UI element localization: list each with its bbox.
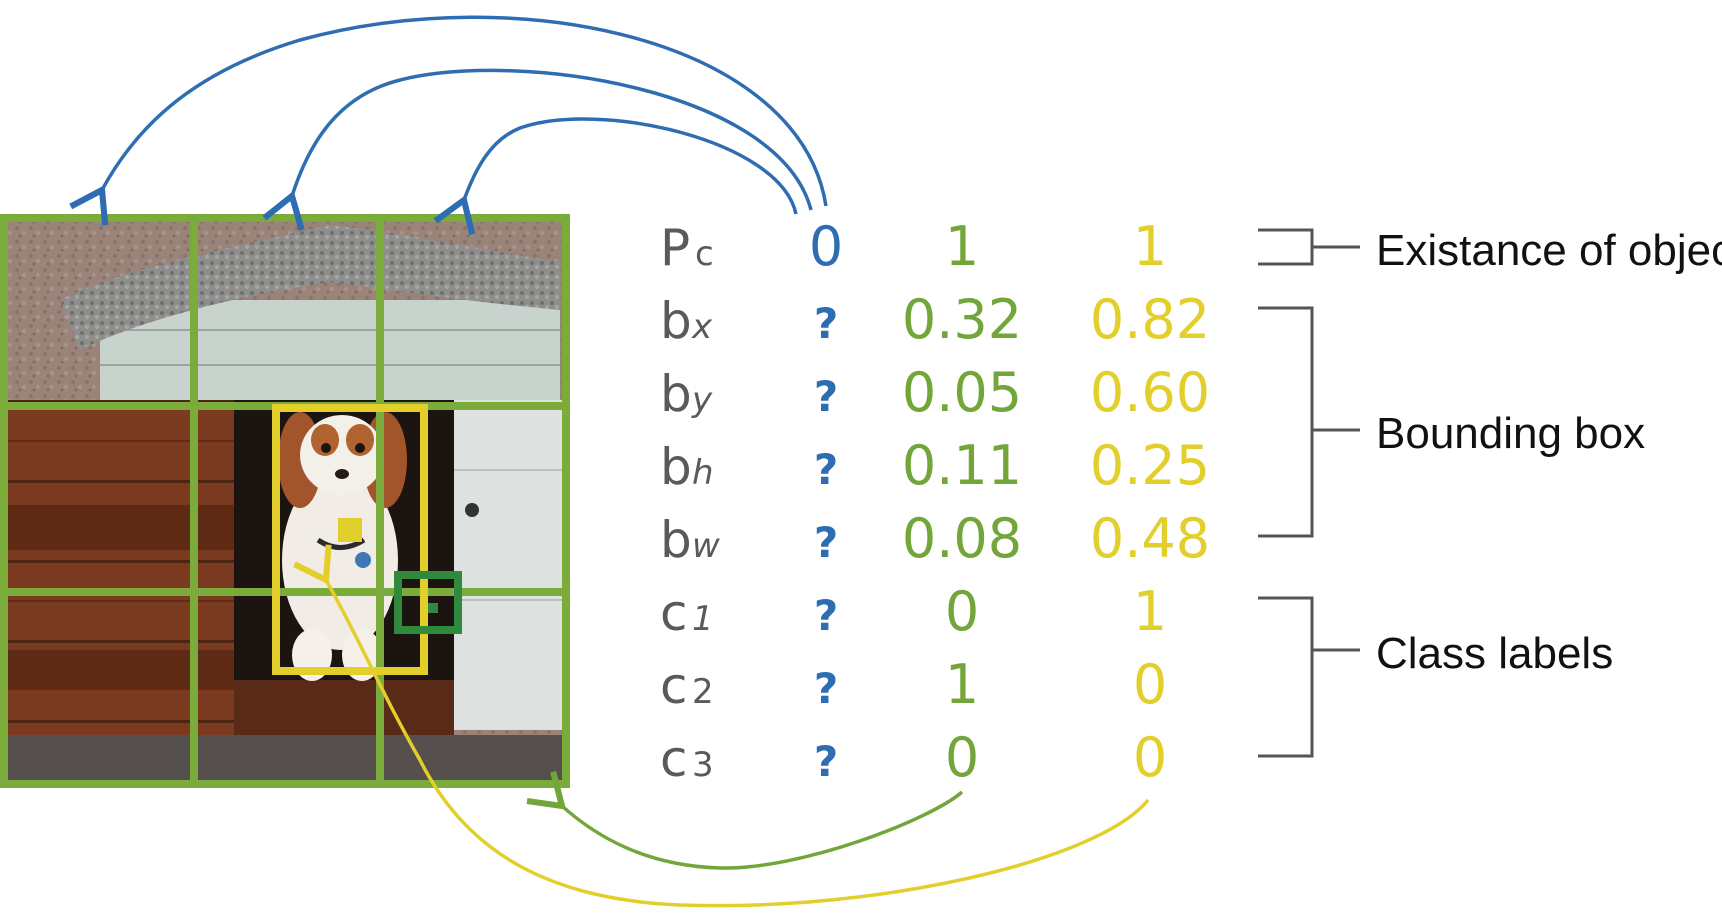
vector-var-5: c [660, 584, 688, 642]
vector-value-v2-7: 0 [1133, 726, 1167, 789]
vector-var-sub-3: h [692, 453, 714, 493]
bounding-box [272, 404, 428, 675]
cell-marker [394, 571, 462, 634]
vector-value-v1-5: 0 [945, 580, 979, 643]
vector-value-v2-3: 0.25 [1090, 434, 1210, 497]
dog [278, 412, 407, 681]
vector-var-sub-1: x [691, 307, 713, 347]
vector-value-v0-6: ? [814, 664, 838, 713]
vector-value-v1-0: 1 [945, 215, 979, 278]
vector-value-v1-6: 1 [945, 653, 979, 716]
vector-value-v2-6: 0 [1133, 653, 1167, 716]
label-existence: Existance of object [1376, 226, 1722, 275]
label-class-labels: Class labels [1376, 629, 1613, 678]
vector-var-2: b [660, 365, 692, 423]
vector-value-v0-0: 0 [809, 215, 843, 278]
vector-var-sub-2: y [691, 380, 713, 420]
vector-value-v1-3: 0.11 [902, 434, 1022, 497]
vector-var-6: c [660, 657, 688, 715]
vector-var-sub-0: c [695, 234, 714, 274]
vector-var-1: b [660, 292, 692, 350]
vector-var-3: b [660, 438, 692, 496]
dog-photo [4, 214, 566, 784]
vector-var-sub-5: 1 [692, 599, 714, 639]
vector-value-v0-1: ? [814, 299, 838, 348]
label-bounding-box: Bounding box [1376, 409, 1645, 458]
vector-value-v1-2: 0.05 [902, 361, 1022, 424]
yellow-arrow [293, 544, 1150, 908]
vector-value-v1-1: 0.32 [902, 288, 1022, 351]
vector-var-7: c [660, 730, 688, 788]
vector-value-v2-0: 1 [1133, 215, 1167, 278]
vector-var-0: P [660, 219, 690, 277]
vector-value-v2-5: 1 [1133, 580, 1167, 643]
vector-value-v0-2: ? [814, 372, 838, 421]
brackets [1258, 228, 1360, 758]
vector-value-v2-1: 0.82 [1090, 288, 1210, 351]
blue-arrows [69, 15, 828, 236]
bbox-center-marker [338, 518, 362, 542]
vector-value-v2-4: 0.48 [1090, 507, 1210, 570]
vector-value-v1-7: 0 [945, 726, 979, 789]
vector-value-v0-7: ? [814, 737, 838, 786]
vector-value-v0-5: ? [814, 591, 838, 640]
vector-value-v0-4: ? [814, 518, 838, 567]
vector-value-v2-2: 0.60 [1090, 361, 1210, 424]
vector-value-v1-4: 0.08 [902, 507, 1022, 570]
vector-var-sub-7: 3 [692, 745, 714, 785]
vector-var-sub-6: 2 [692, 672, 714, 712]
vector-var-4: b [660, 511, 692, 569]
vector-var-sub-4: w [692, 526, 720, 566]
cell-marker-dot [428, 603, 438, 613]
vector-value-v0-3: ? [814, 445, 838, 494]
green-arrow [526, 771, 964, 870]
